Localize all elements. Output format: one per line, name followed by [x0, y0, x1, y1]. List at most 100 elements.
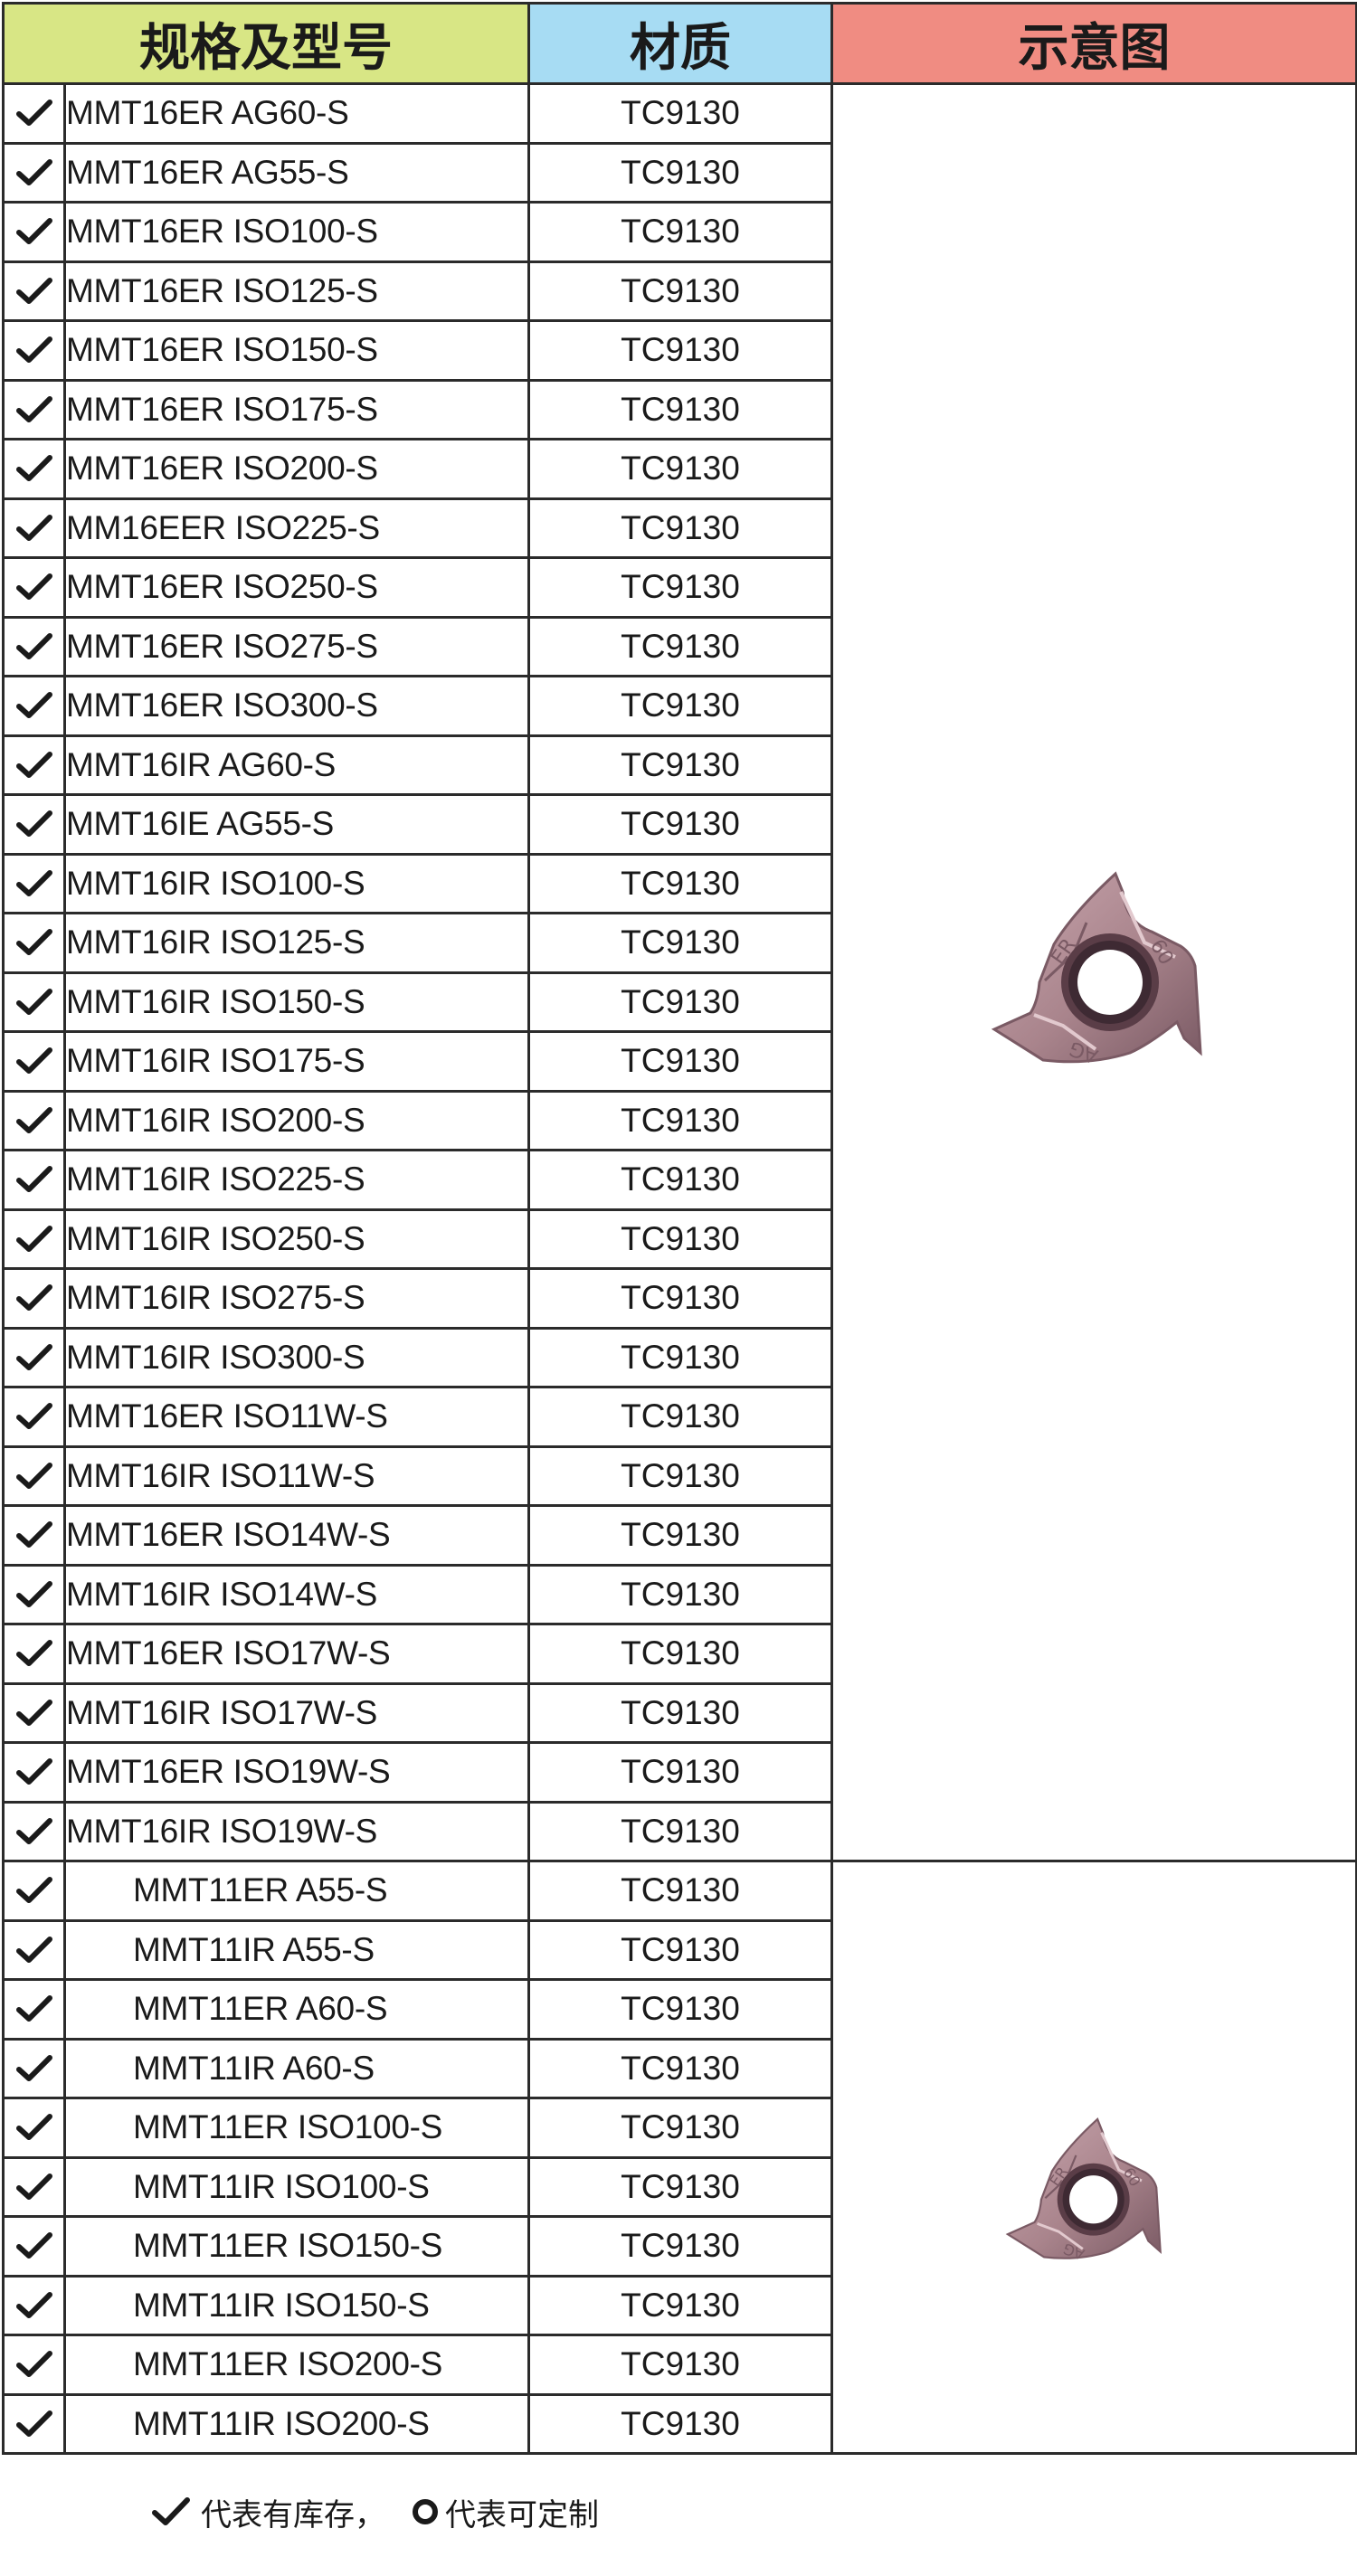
check-icon	[2, 2274, 66, 2336]
check-icon	[2, 1089, 66, 1151]
material-cell: TC9130	[527, 2334, 833, 2396]
legend-stock: 代表有库存，	[152, 2490, 385, 2534]
material-cell: TC9130	[527, 2392, 833, 2455]
model-cell: MMT16IR AG60-S	[63, 734, 530, 796]
check-icon	[2, 260, 66, 322]
check-icon	[2, 141, 66, 204]
model-cell: MMT16IR ISO17W-S	[63, 1681, 530, 1744]
material-cell: TC9130	[527, 378, 833, 440]
model-cell: MMT16IR ISO125-S	[63, 912, 530, 974]
check-icon	[2, 438, 66, 500]
model-cell: MMT11IR ISO100-S	[63, 2155, 530, 2218]
material-cell: TC9130	[527, 2097, 833, 2159]
check-icon	[2, 971, 66, 1033]
material-cell: TC9130	[527, 1149, 833, 1211]
check-icon	[2, 1504, 66, 1567]
check-icon	[2, 2334, 66, 2396]
check-icon	[2, 615, 66, 677]
legend: 代表有库存， 代表可定制	[152, 2489, 599, 2534]
model-cell: MMT16IR ISO150-S	[63, 971, 530, 1033]
material-cell: TC9130	[527, 1860, 833, 1922]
model-cell: MMT11ER A60-S	[63, 1978, 530, 2041]
check-icon	[2, 2097, 66, 2159]
model-cell: MMT11IR ISO200-S	[63, 2392, 530, 2455]
model-cell: MMT16IR ISO100-S	[63, 852, 530, 914]
model-cell: MMT16ER ISO150-S	[63, 319, 530, 382]
check-icon	[2, 1326, 66, 1388]
header-material: 材质	[527, 2, 833, 85]
material-cell: TC9130	[527, 141, 833, 204]
model-cell: MMT16ER ISO125-S	[63, 260, 530, 322]
check-icon	[2, 82, 66, 145]
check-icon	[2, 497, 66, 559]
material-cell: TC9130	[527, 734, 833, 796]
material-cell: TC9130	[527, 1030, 833, 1093]
model-cell: MMT16ER ISO100-S	[63, 201, 530, 263]
check-icon	[2, 1563, 66, 1625]
material-cell: TC9130	[527, 82, 833, 145]
check-icon	[2, 556, 66, 619]
model-cell: MMT16IE AG55-S	[63, 793, 530, 856]
check-icon	[2, 2215, 66, 2278]
check-icon	[152, 2496, 190, 2527]
model-cell: MMT11ER ISO150-S	[63, 2215, 530, 2278]
check-icon	[2, 378, 66, 440]
model-cell: MMT16ER AG55-S	[63, 141, 530, 204]
check-icon	[2, 1978, 66, 2041]
header-model: 规格及型号	[2, 2, 530, 85]
header-row: 规格及型号 材质 示意图	[2, 2, 1357, 85]
material-cell: TC9130	[527, 201, 833, 263]
model-cell: MMT16ER ISO11W-S	[63, 1386, 530, 1448]
check-icon	[2, 1386, 66, 1448]
model-cell: MMT16IR ISO300-S	[63, 1326, 530, 1388]
model-cell: MMT11IR A55-S	[63, 1918, 530, 1981]
check-icon	[2, 793, 66, 856]
material-cell: TC9130	[527, 1681, 833, 1744]
material-cell: TC9130	[527, 1978, 833, 2041]
model-cell: MMT11ER A55-S	[63, 1860, 530, 1922]
material-cell: TC9130	[527, 438, 833, 500]
check-icon	[2, 1208, 66, 1270]
model-cell: MMT16ER ISO17W-S	[63, 1623, 530, 1685]
material-cell: TC9130	[527, 1267, 833, 1330]
material-cell: TC9130	[527, 1504, 833, 1567]
legend-custom: 代表可定制	[411, 2490, 599, 2534]
model-cell: MM16EER ISO225-S	[63, 497, 530, 559]
check-icon	[2, 1681, 66, 1744]
material-cell: TC9130	[527, 912, 833, 974]
material-cell: TC9130	[527, 1741, 833, 1804]
material-cell: TC9130	[527, 1623, 833, 1685]
check-icon	[2, 1444, 66, 1507]
check-icon	[2, 1623, 66, 1685]
material-cell: TC9130	[527, 615, 833, 677]
legend-stock-label: 代表有库存，	[201, 2496, 385, 2533]
material-cell: TC9130	[527, 1444, 833, 1507]
